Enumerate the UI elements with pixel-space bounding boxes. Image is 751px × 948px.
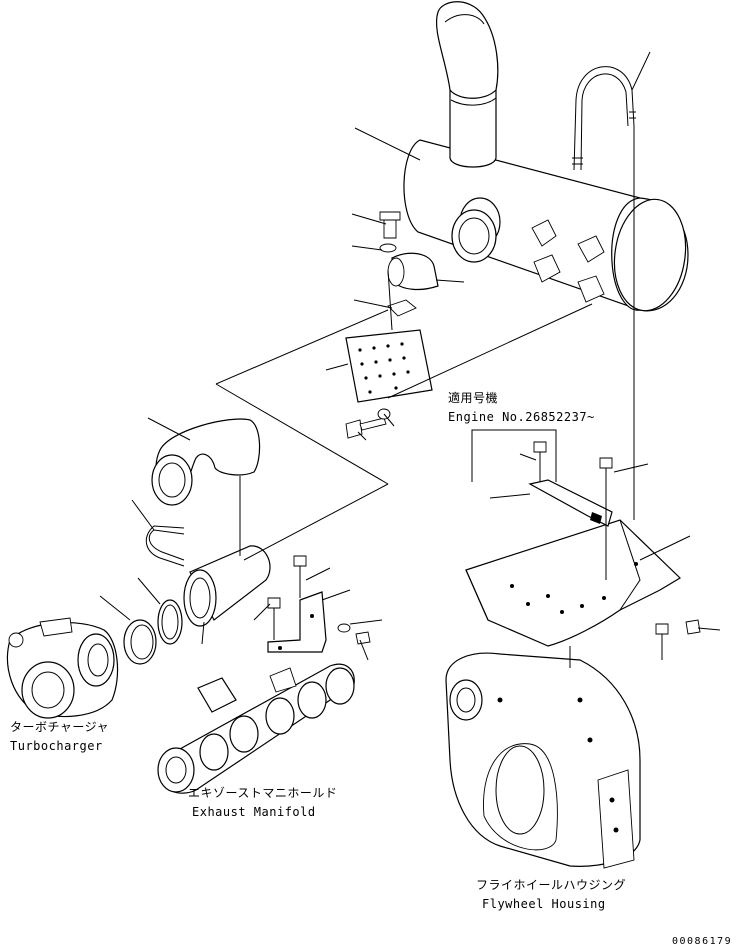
exhaust-manifold bbox=[157, 663, 355, 794]
document-id: 00086179 bbox=[672, 936, 732, 947]
applicability-bracket bbox=[471, 429, 557, 482]
bolt-washer bbox=[345, 408, 391, 439]
flywheel-housing bbox=[445, 652, 641, 869]
heat-shield bbox=[465, 519, 681, 647]
bolts-middle bbox=[267, 555, 371, 645]
flywheel-housing-label-jp: フライホイールハウジング bbox=[476, 878, 626, 892]
bolts-right bbox=[533, 441, 701, 660]
gasket-rings bbox=[123, 599, 183, 665]
u-bolt bbox=[572, 66, 636, 171]
elbow-pipe bbox=[151, 418, 261, 506]
exhaust-manifold-label-en: Exhaust Manifold bbox=[192, 805, 316, 819]
strap-plate bbox=[528, 479, 613, 527]
applicability-serial: Engine No.26852237~ bbox=[448, 410, 595, 424]
muffler-clamp bbox=[379, 211, 439, 317]
turbocharger bbox=[6, 617, 119, 719]
flywheel-housing-label-en: Flywheel Housing bbox=[482, 897, 606, 911]
applicability-title: 適用号機 bbox=[448, 390, 498, 405]
leader-lines bbox=[99, 51, 721, 668]
gasket-plate bbox=[345, 329, 433, 403]
turbocharger-label-jp: ターボチャージャ bbox=[10, 720, 109, 734]
u-bolt-left bbox=[145, 525, 185, 567]
straight-pipe bbox=[183, 545, 271, 627]
muffler bbox=[403, 1, 689, 312]
exhaust-manifold-label-jp: エキゾーストマニホールド bbox=[188, 786, 337, 800]
turbocharger-label-en: Turbocharger bbox=[10, 739, 103, 753]
